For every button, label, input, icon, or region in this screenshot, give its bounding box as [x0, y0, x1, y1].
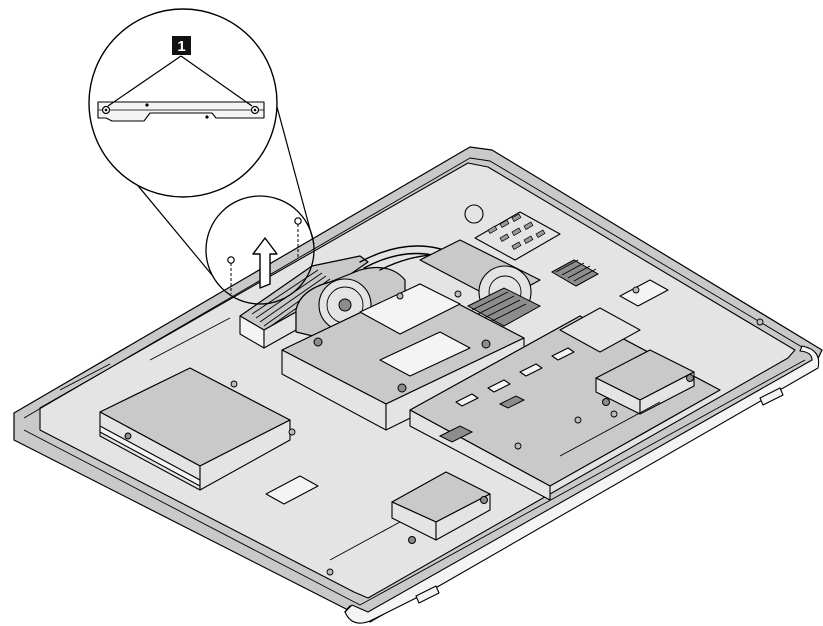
usb-port — [551, 347, 575, 361]
callout-leader-line — [107, 55, 182, 107]
chassis-details — [59, 279, 669, 561]
screw-icon — [294, 217, 302, 258]
arrow-up-icon — [252, 237, 278, 289]
stand-bracket — [344, 345, 820, 624]
magnifier-circle-icon: 1 — [88, 8, 278, 198]
usb-port — [487, 379, 511, 393]
callout-number: 1 — [177, 38, 185, 55]
screw-icon — [227, 256, 235, 294]
optical-drive — [99, 367, 291, 491]
zoom-source-circle — [205, 195, 315, 305]
usb-port — [519, 363, 543, 377]
bracket-part — [97, 101, 265, 122]
removal-indicator — [227, 217, 302, 294]
zoom-connector-line — [272, 91, 315, 245]
stand-bar — [344, 345, 820, 624]
standoffs — [230, 286, 764, 576]
power-connector — [438, 425, 474, 443]
memory-slot — [474, 211, 561, 261]
chipset-heatsink — [550, 259, 600, 287]
speakers — [391, 349, 695, 544]
callout-badge: 1 — [172, 36, 191, 55]
screw-icon — [101, 105, 111, 115]
callout-leader-line — [180, 55, 253, 107]
usb-port — [455, 393, 479, 407]
screw-icon — [250, 105, 260, 115]
coin-battery — [464, 204, 484, 224]
memory-modules — [464, 204, 600, 287]
